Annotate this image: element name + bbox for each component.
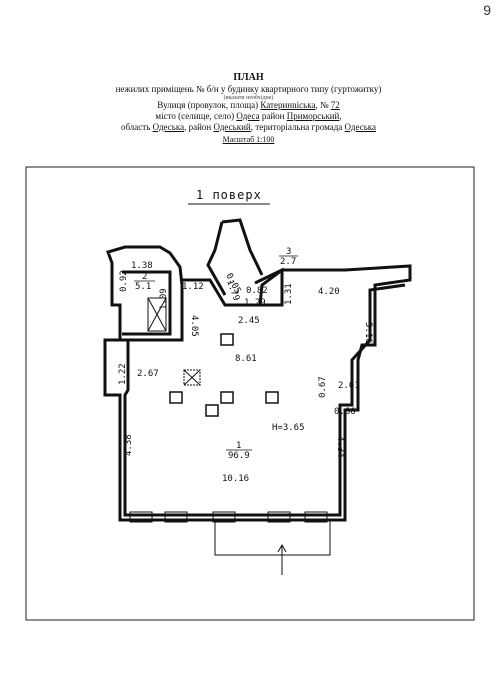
dim-0-86: 0.86 — [334, 407, 356, 417]
floor-label: 1 поверх — [196, 188, 262, 202]
city-value: Одеса — [236, 111, 260, 121]
house-label: № — [319, 100, 329, 110]
dim-5-16: 5.16 — [363, 322, 373, 344]
dim-1-29: 1.29 — [244, 298, 266, 308]
dim-0-82: 0.82 — [246, 286, 268, 296]
stairs-center — [183, 369, 201, 386]
city-label: місто (селище, село) — [155, 111, 235, 121]
city-line: місто (селище, село) Одеса район Приморс… — [155, 111, 342, 121]
plan-title: ПЛАН — [233, 72, 264, 83]
dim-10-16: 10.16 — [222, 474, 249, 484]
dim-1-09: 1.09 — [159, 288, 169, 310]
dim-1-31: 1.31 — [284, 283, 294, 305]
room-2-area: 5.1 — [135, 282, 151, 292]
dim-2-67: 2.67 — [137, 369, 159, 379]
dim-4-05: 4.05 — [189, 315, 199, 337]
raion-label: район — [188, 122, 212, 132]
dim-1-22: 1.22 — [118, 363, 128, 385]
entrance — [214, 520, 331, 575]
dim-4-20: 4.20 — [318, 287, 340, 297]
raion-value: Одеський — [213, 122, 251, 132]
scale-label: Масштаб 1:100 — [222, 135, 275, 144]
room-3-id: 3 — [286, 247, 291, 257]
house-value: 72 — [330, 100, 340, 110]
windows — [129, 511, 328, 523]
street-line: Вулиця (провулок, площа) Катеринniська, … — [157, 100, 340, 110]
region-label: область — [120, 122, 151, 132]
hint-note: (вказати необхідне) — [223, 95, 274, 101]
dim-1-38: 1.38 — [131, 261, 153, 271]
dim-8-61: 8.61 — [235, 354, 257, 364]
room-3-area: 2.7 — [280, 257, 296, 267]
district-label: район — [261, 111, 285, 121]
region-line: область Одеська, район Одеський, територ… — [120, 122, 377, 132]
plan-frame — [25, 166, 475, 621]
columns — [169, 333, 279, 417]
dim-2-01: 2.01 — [338, 381, 360, 391]
street-value: Катеринniська — [260, 100, 316, 110]
room-2-id: 2 — [142, 272, 147, 282]
dim-4-38: 4.38 — [124, 434, 134, 456]
dim-1-12: 1.12 — [182, 282, 204, 292]
district-value: Приморський — [286, 111, 340, 121]
walls — [103, 218, 412, 522]
page-number: 9 — [483, 2, 491, 18]
street-label: Вулиця (провулок, площа) — [157, 100, 259, 110]
premises-description: нежилих приміщень № б/н у будинку кварти… — [115, 84, 382, 94]
dim-2-45: 2.45 — [238, 316, 260, 326]
community-value: Одеська — [344, 122, 377, 132]
stairs — [147, 297, 167, 332]
community-label: територіальна громада — [255, 122, 343, 132]
room-1-id: 1 — [236, 441, 241, 451]
region-value: Одеська — [152, 122, 185, 132]
room-1-area: 96.9 — [228, 451, 250, 461]
dim-0-67: 0.67 — [318, 376, 328, 398]
ceiling-height: Н=3.65 — [272, 423, 305, 433]
dim-0-92: 0.92 — [119, 270, 129, 292]
dim-4-34: 4.34 — [335, 436, 345, 458]
